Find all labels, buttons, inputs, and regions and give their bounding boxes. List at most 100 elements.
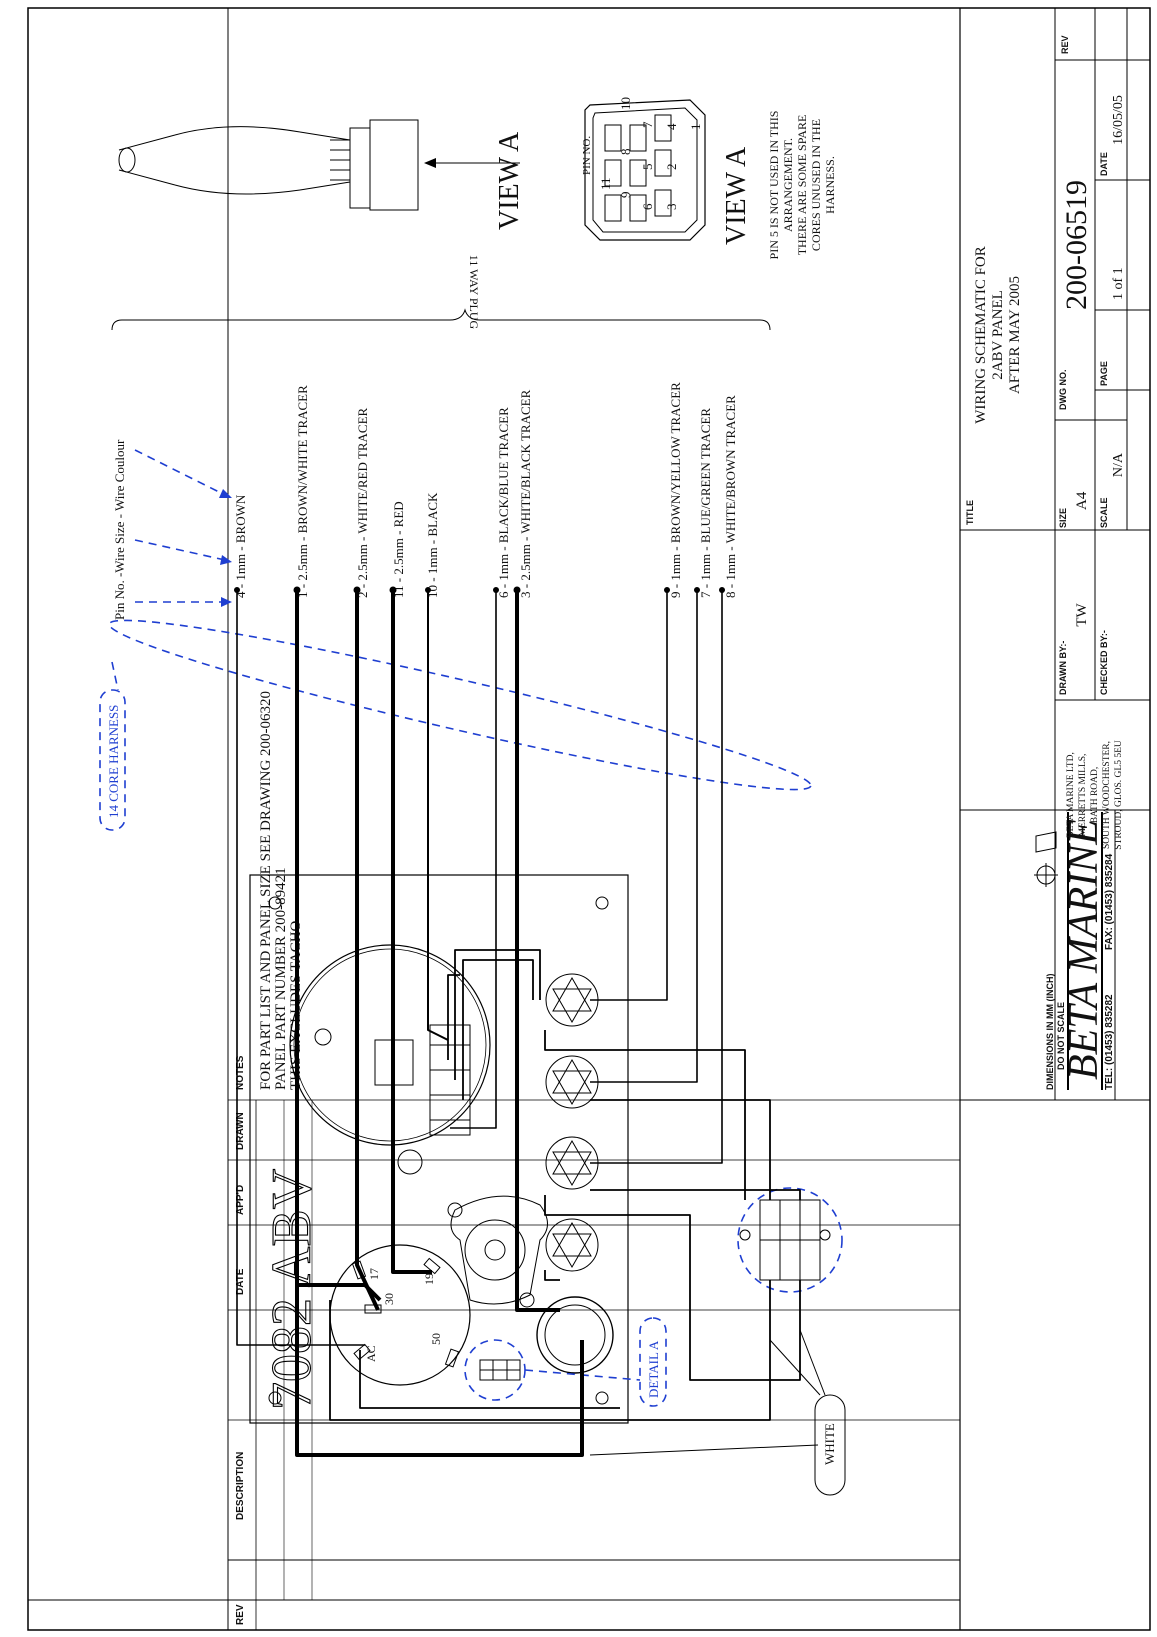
wire-key-arrows	[134, 449, 232, 607]
dims-line-1: DIMENSIONS IN MM (INCH)	[1045, 974, 1055, 1091]
title-block: TITLE WIRING SCHEMATIC FOR 2ABV PANEL AF…	[960, 8, 1150, 1101]
pin-6: 6	[640, 203, 655, 210]
white-callout	[589, 1329, 846, 1496]
pin-7: 7	[640, 121, 655, 128]
pin5-note-4: CORES UNUSED IN THE	[809, 119, 823, 251]
plug-label: 11 WAY PLUG	[467, 255, 481, 330]
address-line-3: BATH ROAD,	[1090, 767, 1100, 823]
pin-2: 2	[664, 164, 679, 171]
scale-label: SCALE	[1099, 497, 1109, 528]
harness-callout-box	[99, 689, 126, 831]
panel-outline	[249, 874, 629, 1424]
relay-block	[739, 1199, 831, 1281]
checked-by-label: CHECKED BY:-	[1099, 630, 1109, 695]
notes-block: NOTES FOR PART LIST AND PANEL SIZE SEE D…	[235, 691, 304, 1090]
pin-1: 1	[688, 124, 703, 131]
title-label: TITLE	[965, 500, 975, 525]
terminal-ac: AC	[364, 1345, 378, 1362]
mounting-hole-1	[268, 1391, 282, 1405]
company-tel: TEL: (01453) 835282	[1104, 994, 1115, 1090]
revision-table: REV DESCRIPTION DATE APP'D DRAWN	[227, 8, 960, 1630]
detail-a-callout	[639, 1317, 667, 1407]
page-value: 1 of 1	[1111, 267, 1126, 300]
pin-9: 9	[618, 192, 633, 199]
wire-label-7: 7 - 1mm - BLUE/GREEN TRACER	[698, 408, 713, 598]
notes-line-2: PANEL PART NUMBER 200-89421	[273, 867, 289, 1090]
date-value: 16/05/05	[1111, 95, 1126, 145]
wire-label-6: 6 - 1mm - BLACK/BLUE TRACER	[496, 407, 511, 598]
rev-label: REV	[1060, 35, 1070, 54]
pin5-note-5: HARNESS.	[823, 156, 837, 214]
address-line-4: SOUTH WOODCHESTER,	[1102, 741, 1112, 849]
harness-label: 14 CORE HARNESS	[106, 705, 121, 818]
panel-code: 7082 ABV	[261, 1169, 323, 1410]
plug-brace	[111, 308, 771, 331]
notes-line-1: FOR PART LIST AND PANEL SIZE SEE DRAWING…	[258, 691, 274, 1090]
detail-a-connector	[479, 1359, 521, 1381]
description-header: DESCRIPTION	[235, 1452, 246, 1520]
tacho-cutout	[289, 944, 491, 1146]
terminal-19: 19	[422, 1273, 436, 1285]
pin-8: 8	[618, 149, 633, 156]
detail-a-label: DETAIL A	[646, 1340, 661, 1398]
address-line-1: BETA MARINE LTD,	[1066, 752, 1076, 838]
wire-label-3: 3 - 2.5mm - WHITE/BLACK TRACER	[518, 389, 533, 598]
notes-header: NOTES	[235, 1055, 246, 1090]
view-a-label-2: VIEW A	[721, 146, 752, 245]
terminal-30: 30	[382, 1293, 396, 1305]
sheet-border	[27, 7, 1151, 1631]
wire-key-legend: Pin No. -Wire Size - Wire Coulour	[112, 439, 127, 620]
mounting-hole-3	[595, 896, 609, 910]
tacho-connector	[429, 1024, 471, 1136]
address-line-5: STROUD, GLOS. GL5 5EU	[1114, 740, 1124, 850]
keyswitch	[329, 1244, 471, 1386]
address-line-2: MERRETTS MILLS,	[1078, 754, 1088, 837]
wire-label-4: 4 - 1mm - BROWN	[233, 494, 248, 598]
title-line-1: WIRING SCHEMATIC FOR	[973, 246, 989, 424]
pin-11: 11	[598, 177, 613, 190]
pin-4: 4	[664, 123, 679, 130]
size-label: SIZE	[1058, 508, 1068, 528]
wire-label-8: 8 - 1mm - WHITE/BROWN TRACER	[723, 395, 738, 598]
pin5-note-3: THERE ARE SOME SPARE	[795, 115, 809, 256]
plug-drawing	[118, 119, 520, 211]
page-label: PAGE	[1099, 361, 1109, 386]
date-label: DATE	[1099, 152, 1109, 176]
wire-label-10: 10 - 1mm - BLACK	[425, 492, 440, 598]
pin-5: 5	[640, 164, 655, 171]
dims-line-2: DO NOT SCALE	[1056, 1002, 1066, 1070]
terminal-50: 50	[429, 1333, 443, 1345]
dwg-no-value: 200-06519	[1060, 180, 1093, 310]
wire-runs	[234, 586, 801, 1457]
pin5-note-1: PIN 5 IS NOT USED IN THIS	[767, 111, 781, 260]
pin-3: 3	[664, 204, 679, 211]
rev-header: REV	[235, 1604, 246, 1625]
pin-10: 10	[618, 97, 633, 110]
pin-face-view	[584, 99, 706, 241]
push-button	[536, 1296, 614, 1374]
mounting-hole-4	[595, 1391, 609, 1405]
wire-label-2: 2 - 2.5mm - WHITE/RED TRACER	[355, 407, 370, 598]
company-fax: FAX: (01453) 835284	[1104, 853, 1115, 950]
drawn-header: DRAWN	[235, 1112, 246, 1150]
projection-symbol	[1034, 831, 1058, 887]
harness-ellipse	[108, 619, 812, 791]
mounting-hole-2	[268, 896, 282, 910]
pin-no-label: PIN NO.	[581, 136, 593, 175]
scale-value: N/A	[1111, 452, 1126, 477]
buzzer	[447, 1195, 548, 1308]
date-header: DATE	[235, 1268, 246, 1295]
view-a-label-1: VIEW A	[494, 131, 525, 230]
warning-lamps	[545, 973, 599, 1272]
title-line-2: 2ABV PANEL	[990, 290, 1006, 380]
drawn-by-label: DRAWN BY:-	[1058, 641, 1068, 695]
pin5-note-2: ARRANGEMENT.	[781, 138, 795, 232]
wire-label-11: 11 - 2.5mm - RED	[391, 501, 406, 598]
wire-label-1: 1 - 2.5mm - BROWN/WHITE TRACER	[295, 385, 310, 598]
wire-label-9: 9 - 1mm - BROWN/YELLOW TRACER	[668, 382, 683, 598]
terminal-17: 17	[367, 1268, 381, 1280]
size-value: A4	[1074, 491, 1090, 510]
title-line-3: AFTER MAY 2005	[1007, 276, 1023, 394]
dwg-no-label: DWG NO.	[1058, 370, 1068, 411]
